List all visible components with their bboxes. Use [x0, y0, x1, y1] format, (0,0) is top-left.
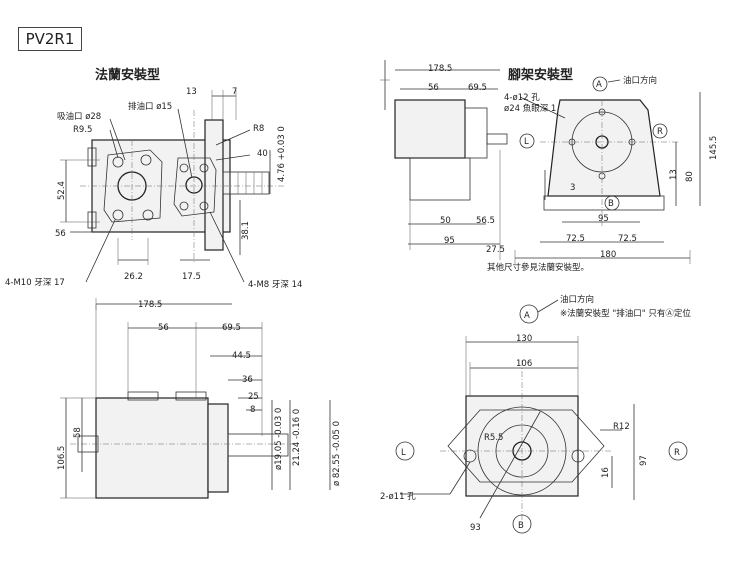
front-label-holes: 2-ø11 孔 [380, 492, 416, 502]
label-52-4: 52.4 [57, 181, 67, 200]
foot-label-72-5-left: 72.5 [566, 234, 585, 244]
front-flange-diamond [447, 409, 605, 483]
flange-plate [204, 119, 224, 251]
front-letter-b: B [518, 521, 524, 531]
side-label-pilot: ø 82.55 -0.05 0 [332, 421, 342, 486]
front-letter-r: R [674, 448, 680, 458]
front-label-16: 16 [601, 467, 611, 478]
flange-mount-view: 法蘭安裝型 [5, 67, 302, 310]
label-7: 7 [232, 87, 237, 97]
foot-label-holes: 4-ø12 孔 [504, 93, 540, 103]
foot-letter-b: B [608, 199, 614, 209]
foot-label-counterbore: ø24 魚眼深 1 [504, 103, 556, 114]
side-label-shaft: ø19.05 -0.03 0 [274, 408, 284, 470]
front-mount-hole-right [571, 449, 585, 463]
foot-label-50: 50 [440, 216, 451, 226]
foot-circle-a [592, 76, 608, 92]
suction-port-pad [103, 149, 163, 223]
foot-mount-view: 腳架安裝型 [380, 60, 719, 273]
label-key-tol: 4.76 +0.03 0 [277, 126, 287, 182]
side-label-58: 58 [73, 427, 83, 438]
foot-side-bracket [409, 157, 471, 201]
foot-label-80: 80 [685, 171, 695, 182]
foot-label-178-5: 178.5 [428, 64, 452, 74]
foot-label-145-5: 145.5 [709, 136, 719, 160]
label-r95: R9.5 [73, 125, 92, 135]
front-circle-r [668, 441, 688, 461]
flange-side-boss [87, 147, 97, 167]
label-m10: 4-M10 牙深 17 [5, 278, 65, 288]
label-r8: R8 [253, 124, 264, 134]
foot-label-72-5-right: 72.5 [618, 234, 637, 244]
foot-label-69-5: 69.5 [468, 83, 487, 93]
front-label-oil-direction: 油口方向 [560, 294, 594, 305]
front-label-note: ※法蘭安裝型 "排油口" 只有Ⓐ定位 [560, 308, 691, 319]
foot-label-13: 13 [669, 169, 679, 180]
foot-label-3: 3 [570, 183, 575, 193]
side-shaft [227, 433, 289, 457]
label-38-1: 38.1 [241, 221, 251, 240]
front-letter-a: A [524, 311, 530, 321]
foot-label-27-5: 27.5 [486, 245, 505, 255]
label-178-5-bottom: 178.5 [138, 300, 162, 310]
front-label-106: 106 [516, 359, 532, 369]
foot-label-56-5: 56.5 [476, 216, 495, 226]
side-label-56: 56 [158, 323, 169, 333]
side-label-44-5: 44.5 [232, 351, 251, 361]
front-label-r5-5: R5.5 [484, 433, 503, 443]
front-label-97: 97 [639, 455, 649, 466]
front-circle-b [512, 514, 532, 534]
discharge-port-pad [173, 157, 217, 217]
label-m8: 4-M8 牙深 14 [248, 280, 302, 290]
front-view: A 油口方向 ※法蘭安裝型 "排油口" 只有Ⓐ定位 L R B 130 106 [380, 294, 691, 534]
foot-view-title: 腳架安裝型 [508, 67, 573, 83]
label-suction-port: 吸油口 ø28 [57, 111, 101, 122]
front-circle-l [395, 441, 415, 461]
side-view: 56 69.5 44.5 36 25 8 ø19.05 -0.03 0 21.2… [57, 304, 342, 499]
foot-letter-a: A [596, 80, 602, 90]
side-label-106-5: 106.5 [57, 446, 67, 470]
foot-label-oil-direction: 油口方向 [623, 75, 657, 86]
front-circle-a [519, 304, 539, 324]
label-discharge-port: 排油口 ø15 [128, 101, 172, 112]
side-label-36: 36 [242, 375, 253, 385]
side-pump-body [95, 397, 209, 499]
foot-note: 其他尺寸參見法蘭安裝型。 [487, 262, 589, 273]
foot-circle-b [604, 195, 620, 211]
side-label-25: 25 [248, 392, 259, 402]
front-label-93: 93 [470, 523, 481, 533]
front-label-130: 130 [516, 334, 532, 344]
flange-side-boss-lower [87, 211, 97, 229]
foot-label-180: 180 [600, 250, 616, 260]
foot-circle-l [519, 133, 535, 149]
foot-label-95-front: 95 [598, 214, 609, 224]
side-label-key: 21.24 -0.16 0 [292, 409, 302, 466]
front-label-r12: R12 [613, 422, 630, 432]
label-17-5: 17.5 [182, 272, 201, 282]
flange-view-title: 法蘭安裝型 [95, 67, 160, 83]
side-label-69-5: 69.5 [222, 323, 241, 333]
foot-side-shaft [486, 133, 508, 145]
foot-base-plate [543, 195, 665, 211]
model-label: PV2R1 [18, 27, 82, 51]
label-26-2: 26.2 [124, 272, 143, 282]
front-letter-l: L [401, 448, 406, 458]
label-13: 13 [186, 87, 197, 97]
label-40: 40 [257, 149, 268, 159]
label-56: 56 [55, 229, 66, 239]
side-label-8: 8 [250, 405, 255, 415]
foot-label-95-side: 95 [444, 236, 455, 246]
foot-circle-r [652, 123, 668, 139]
foot-label-56: 56 [428, 83, 439, 93]
foot-side-body [394, 99, 466, 159]
foot-letter-r: R [657, 127, 663, 137]
foot-letter-l: L [524, 137, 529, 147]
side-flange [207, 403, 229, 493]
